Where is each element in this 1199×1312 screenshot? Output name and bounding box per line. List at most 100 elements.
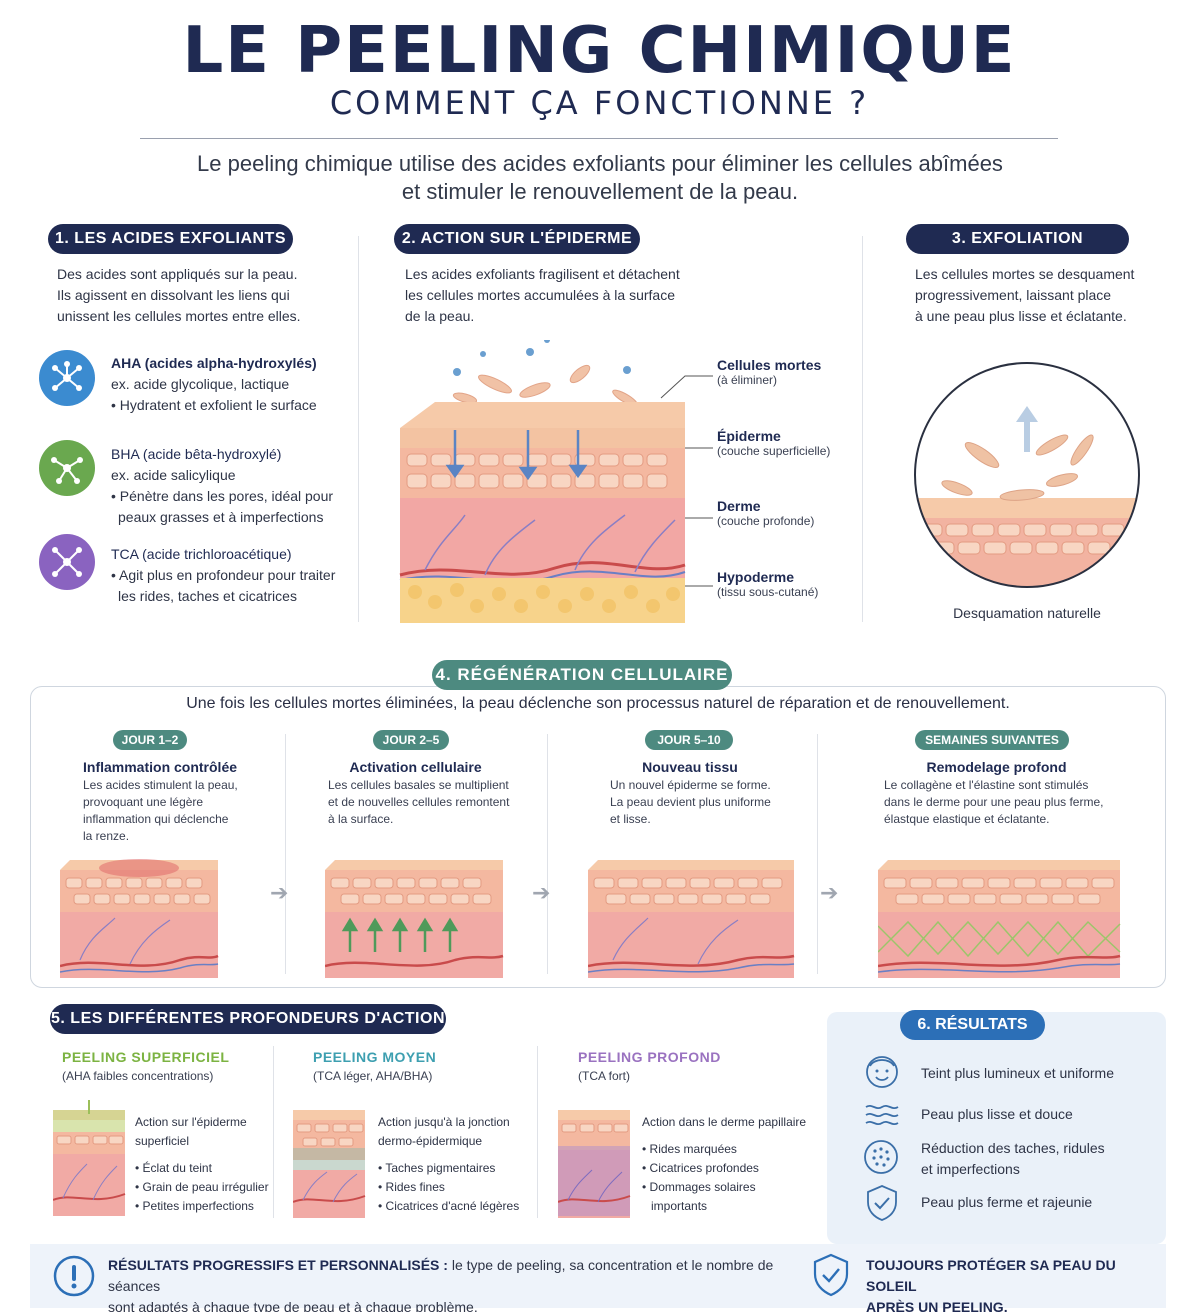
step4-badge: SEMAINES SUIVANTES bbox=[915, 730, 1069, 750]
step-line: dans le derme pour une peau plus ferme, bbox=[884, 795, 1104, 809]
step-line: La peau devient plus uniforme bbox=[610, 795, 771, 809]
section3-desc-line: Les cellules mortes se desquament bbox=[915, 266, 1135, 282]
footer-left-bold: RÉSULTATS PROGRESSIFS ET PERSONNALISÉS : bbox=[108, 1257, 448, 1273]
step2-skin-illustration bbox=[324, 856, 505, 985]
exfoliation-circle-illustration bbox=[912, 360, 1142, 595]
aha-block: AHA (acides alpha-hydroxylés) ex. acide … bbox=[111, 353, 351, 416]
section1-desc-line: Ils agissent en dissolvant les liens qui bbox=[57, 287, 290, 303]
depth-bullet: • Rides marquées bbox=[642, 1142, 737, 1156]
bha-name: BHA (acide bêta-hydroxylé) bbox=[111, 446, 282, 462]
depth-superficiel-header: PEELING SUPERFICIEL (AHA faibles concent… bbox=[62, 1049, 262, 1085]
result-item-4: Peau plus ferme et rajeunie bbox=[921, 1194, 1093, 1210]
section1-desc-line: unissent les cellules mortes entre elles… bbox=[57, 308, 301, 324]
depth-action: Action jusqu'à la jonction bbox=[378, 1115, 510, 1129]
step1-skin-illustration bbox=[59, 856, 220, 985]
step-separator bbox=[817, 734, 818, 974]
depth-action: superficiel bbox=[135, 1134, 190, 1148]
footer-left-line2: sont adaptés à chaque type de peau et à … bbox=[108, 1299, 478, 1312]
layer-label-name: Derme bbox=[717, 498, 761, 514]
step3-badge: JOUR 5–10 bbox=[645, 730, 733, 750]
depth-bullet: • Cicatrices profondes bbox=[642, 1161, 759, 1175]
tca-molecule-icon bbox=[39, 534, 95, 595]
arrow-right-icon: ➔ bbox=[270, 880, 289, 905]
arrow-right-icon: ➔ bbox=[532, 880, 551, 905]
section2-desc-line: les cellules mortes accumulées à la surf… bbox=[405, 287, 676, 303]
depth-separator bbox=[537, 1046, 538, 1218]
footer-left-rest: le type de peeling, sa concentration et … bbox=[108, 1257, 774, 1294]
result-item-line: et imperfections bbox=[921, 1161, 1020, 1177]
depth-moyen-details: Action jusqu'à la jonction dermo-épiderm… bbox=[378, 1113, 528, 1216]
section4-intro: Une fois les cellules mortes éliminées, … bbox=[186, 695, 1010, 712]
section2-description: Les acides exfoliants fragilisent et dét… bbox=[405, 264, 705, 327]
depth-profond-header: PEELING PROFOND (TCA fort) bbox=[578, 1049, 778, 1085]
layer-label-name: Cellules mortes bbox=[717, 357, 822, 373]
tca-line: les rides, taches et cicatrices bbox=[118, 588, 297, 604]
aha-molecule-icon bbox=[39, 350, 95, 411]
section2-title: 2. ACTION SUR L'ÉPIDERME bbox=[394, 224, 640, 254]
step-line: Les cellules basales se multiplient bbox=[328, 778, 509, 792]
shield-check-icon bbox=[810, 1252, 852, 1303]
section1-title: 1. LES ACIDES EXFOLIANTS bbox=[48, 224, 293, 254]
aha-line: ex. acide glycolique, lactique bbox=[111, 376, 290, 392]
step-name: Inflammation contrôlée bbox=[83, 759, 238, 775]
label-cellules-mortes: Cellules mortes (à éliminer) bbox=[717, 357, 857, 387]
label-epiderme: Épiderme (couche superficielle) bbox=[717, 428, 857, 458]
step4-text: Remodelage profond Le collagène et l'éla… bbox=[884, 757, 1134, 828]
depth-profond-details: Action dans le derme papillaire • Rides … bbox=[642, 1113, 812, 1216]
info-icon bbox=[52, 1254, 96, 1303]
section3-desc-line: à une peau plus lisse et éclatante. bbox=[915, 308, 1127, 324]
section3-title: 3. EXFOLIATION bbox=[906, 224, 1129, 254]
skin-cross-section-illustration bbox=[395, 337, 715, 635]
step-line: inflammation qui déclenche bbox=[83, 812, 229, 826]
bha-line: ex. acide salicylique bbox=[111, 467, 236, 483]
intro-line-1: Le peeling chimique utilise des acides e… bbox=[197, 151, 1003, 176]
section6-title: 6. RÉSULTATS bbox=[900, 1010, 1045, 1040]
footer-right-text: TOUJOURS PROTÉGER SA PEAU DU SOLEIL APRÈ… bbox=[866, 1255, 1156, 1312]
step-line: à la surface. bbox=[328, 812, 394, 826]
depth-sub: (AHA faibles concentrations) bbox=[62, 1069, 214, 1083]
depth-superficiel-details: Action sur l'épiderme superficiel • Écla… bbox=[135, 1113, 270, 1216]
result-item-3: Réduction des taches, ridules et imperfe… bbox=[921, 1138, 1151, 1180]
tca-block: TCA (acide trichloroacétique) • Agit plu… bbox=[111, 544, 351, 607]
step-line: et de nouvelles cellules remontent bbox=[328, 795, 510, 809]
face-icon bbox=[864, 1054, 900, 1095]
step-line: et lisse. bbox=[610, 812, 651, 826]
arrow-right-icon: ➔ bbox=[820, 880, 839, 905]
footer-left-text: RÉSULTATS PROGRESSIFS ET PERSONNALISÉS :… bbox=[108, 1255, 788, 1312]
step1-badge: JOUR 1–2 bbox=[113, 730, 187, 750]
depth-sub: (TCA léger, AHA/BHA) bbox=[313, 1069, 433, 1083]
tca-line: • Agit plus en profondeur pour traiter bbox=[111, 567, 336, 583]
layer-label-name: Épiderme bbox=[717, 428, 781, 444]
column-separator bbox=[358, 236, 359, 622]
section2-desc-line: Les acides exfoliants fragilisent et dét… bbox=[405, 266, 680, 282]
footer-right-line2: APRÈS UN PEELING. bbox=[866, 1299, 1008, 1312]
step-line: la renze. bbox=[83, 829, 130, 843]
waves-icon bbox=[864, 1101, 900, 1134]
intro-line-2: et stimuler le renouvellement de la peau… bbox=[401, 179, 799, 204]
depth-bullet: • Petites imperfections bbox=[135, 1199, 254, 1213]
result-item-2: Peau plus lisse et douce bbox=[921, 1106, 1073, 1122]
depth-bullet: • Rides fines bbox=[378, 1180, 445, 1194]
depth-action: Action dans le derme papillaire bbox=[642, 1115, 807, 1129]
depth-moyen-skin-illustration bbox=[292, 1110, 367, 1225]
depth-bullet: • Cicatrices d'acné légères bbox=[378, 1199, 520, 1213]
bha-molecule-icon bbox=[39, 440, 95, 501]
step-separator bbox=[285, 734, 286, 974]
label-hypoderme: Hypoderme (tissu sous-cutané) bbox=[717, 569, 857, 599]
step2-text: Activation cellulaire Les cellules basal… bbox=[328, 757, 528, 828]
layer-label-sub: (couche profonde) bbox=[717, 514, 815, 528]
column-separator bbox=[862, 236, 863, 622]
layer-label-sub: (tissu sous-cutané) bbox=[717, 585, 819, 599]
page-subtitle: COMMENT ÇA FONCTIONNE ? bbox=[329, 84, 870, 122]
depth-bullet: • Taches pigmentaires bbox=[378, 1161, 496, 1175]
step-name: Activation cellulaire bbox=[349, 759, 482, 775]
label-derme: Derme (couche profonde) bbox=[717, 498, 857, 528]
section3-desc-line: progressivement, laissant place bbox=[915, 287, 1112, 303]
section3-description: Les cellules mortes se desquament progre… bbox=[915, 264, 1165, 327]
bha-line: peaux grasses et à imperfections bbox=[118, 509, 324, 525]
section4-title: 4. RÉGÉNÉRATION CELLULAIRE bbox=[432, 660, 732, 690]
step-name: Nouveau tissu bbox=[642, 759, 738, 775]
section5-title: 5. LES DIFFÉRENTES PROFONDEURS D'ACTION bbox=[50, 1004, 446, 1034]
step-line: Un nouvel épiderme se forme. bbox=[610, 778, 771, 792]
depth-name: PEELING PROFOND bbox=[578, 1049, 721, 1065]
